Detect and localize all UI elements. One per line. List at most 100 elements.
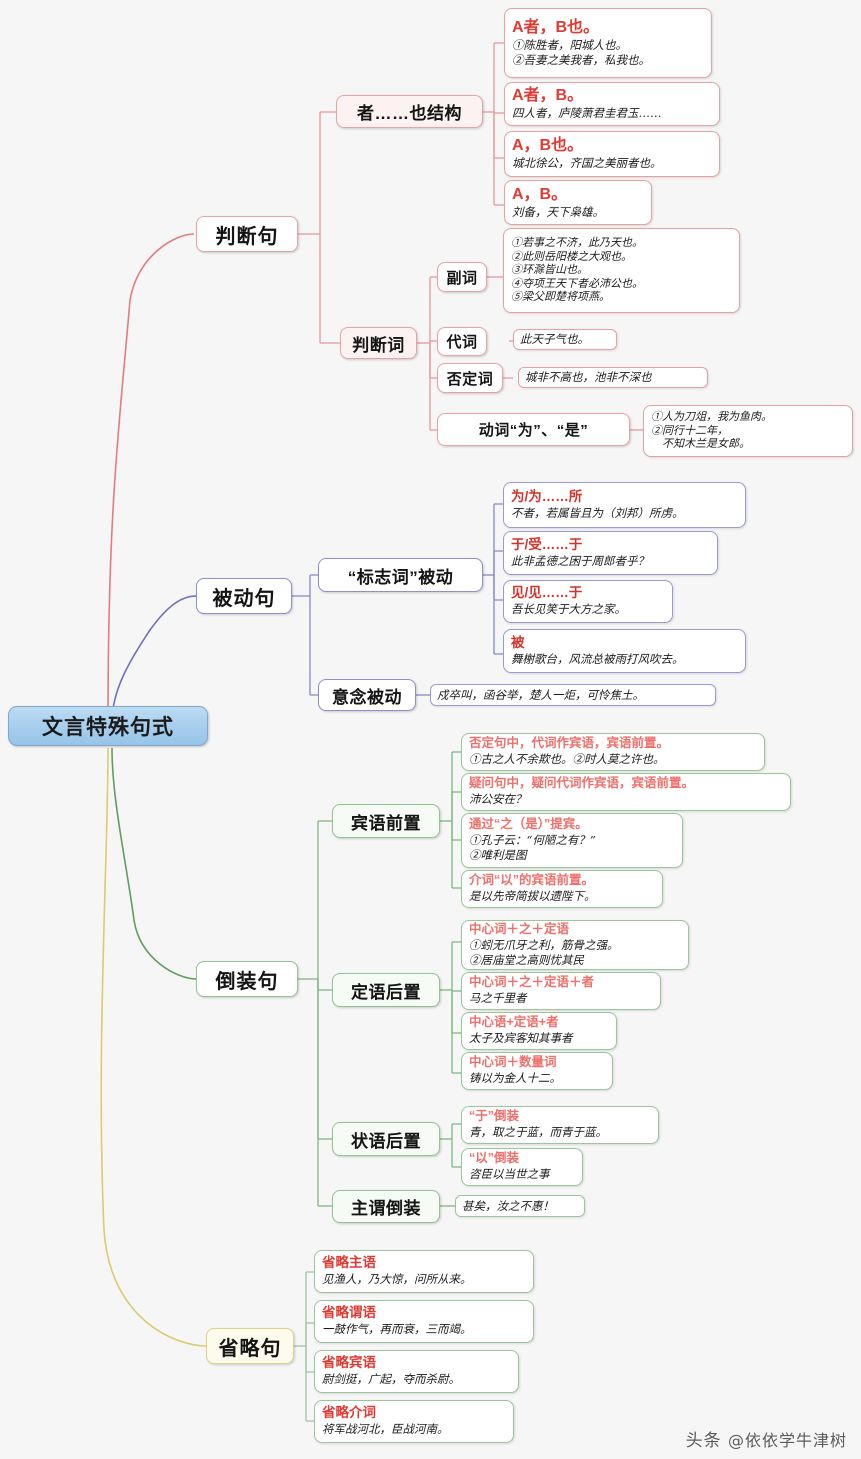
card-pronoun-example[interactable]: 此天子气也。 [513, 329, 617, 350]
branch-judgment-label: 判断句 [215, 225, 279, 248]
card-body: 见渔人，乃大惊，问所从来。 [322, 1272, 472, 1287]
card-title: 否定句中，代词作宾语，宾语前置。 [469, 736, 670, 751]
card-negative-object-fronting[interactable]: 否定句中，代词作宾语，宾语前置。 ①古之人不余欺也。②时人莫之许也。 [461, 733, 765, 771]
node-object-fronting[interactable]: 宾语前置 [332, 804, 440, 838]
node-adverbial-postposition[interactable]: 状语后置 [332, 1122, 440, 1156]
card-title: 见/见……于 [511, 585, 583, 601]
card-verb-examples[interactable]: ①人为刀俎，我为鱼肉。 ②同行十二年， 不知木兰是女郎。 [643, 405, 853, 457]
node-zheye-structure-label: 者……也结构 [357, 104, 462, 123]
card-title: 省略谓语 [322, 1305, 376, 1321]
card-title: 中心词＋数量词 [469, 1055, 557, 1070]
card-body: 此天子气也。 [520, 332, 589, 347]
card-wei-suo[interactable]: 为/为……所 不者，若属皆且为（刘邦）所虏。 [503, 482, 746, 528]
node-conceptual-passive-label: 意念被动 [332, 687, 402, 707]
card-body: 四人者，庐陵萧君圭君玉…… [512, 106, 662, 121]
card-body: 不者，若属皆且为（刘邦）所虏。 [511, 505, 684, 520]
branch-passive[interactable]: 被动句 [196, 578, 292, 614]
card-body: 铸以为金人十二。 [469, 1071, 561, 1086]
node-negation[interactable]: 否定词 [437, 363, 503, 393]
card-yi-inversion[interactable]: “以”倒装 咨臣以当世之事 [461, 1148, 583, 1186]
card-body: ①古之人不余欺也。②时人莫之许也。 [469, 752, 665, 767]
node-pronoun-label: 代词 [446, 334, 478, 351]
card-yu-shou-yu[interactable]: 于/受……于 此非孟德之困于周郎者乎？ [503, 531, 718, 575]
node-subject-predicate-inversion-label: 主谓倒装 [351, 1199, 421, 1218]
card-title: 中心词＋之＋定语＋者 [469, 975, 595, 990]
card-body: ①若事之不济，此乃天也。 ②此则岳阳楼之大观也。 ③环滁皆山也。 ④夺项王天下者… [511, 236, 643, 304]
card-body: 戍卒叫，函谷举，楚人一炬，可怜焦土。 [437, 687, 644, 702]
card-a-zhe-b[interactable]: A者，B。 四人者，庐陵萧君圭君玉…… [504, 82, 720, 126]
node-conceptual-passive[interactable]: 意念被动 [318, 679, 416, 711]
watermark-platform: 头条 [685, 1431, 722, 1451]
card-body: 将军战河北，臣战河南。 [322, 1422, 449, 1437]
card-title: 通过“之（是）”提宾。 [469, 817, 588, 832]
node-judgment-words-label: 判断词 [352, 335, 405, 355]
card-body: 是以先帝简拔以遗陛下。 [469, 889, 596, 904]
card-body: 吾长见笑于大方之家。 [511, 602, 626, 617]
card-omit-subject[interactable]: 省略主语 见渔人，乃大惊，问所从来。 [314, 1250, 534, 1293]
card-title: 疑问句中，疑问代词作宾语，宾语前置。 [469, 776, 695, 791]
card-body: 太子及宾客知其事者 [469, 1031, 573, 1046]
node-subject-predicate-inversion[interactable]: 主谓倒装 [332, 1190, 440, 1223]
card-bei[interactable]: 被 舞榭歌台，风流总被雨打风吹去。 [503, 629, 746, 673]
branch-passive-label: 被动句 [212, 587, 276, 610]
watermark-handle: @依依学牛津树 [727, 1431, 847, 1450]
card-body: 马之千里者 [469, 991, 527, 1006]
card-question-object-fronting[interactable]: 疑问句中，疑问代词作宾语，宾语前置。 沛公安在？ [461, 773, 791, 811]
card-title: A者，B也。 [512, 18, 600, 36]
root-label: 文言特殊句式 [42, 716, 174, 739]
card-yu-inversion[interactable]: “于”倒装 青，取之于蓝，而青于蓝。 [461, 1106, 659, 1144]
card-body: 此非孟德之困于周郎者乎？ [511, 553, 649, 568]
card-attr-numeral[interactable]: 中心词＋数量词 铸以为金人十二。 [461, 1052, 613, 1090]
branch-ellipsis-label: 省略句 [218, 1337, 282, 1360]
node-judgment-words[interactable]: 判断词 [340, 327, 417, 359]
card-title: “以”倒装 [469, 1151, 520, 1166]
card-body: ①孔子云：“何陋之有？” ②唯利是图 [469, 833, 596, 862]
card-yi-object-fronting[interactable]: 介词“以”的宾语前置。 是以先帝简拔以遗陛下。 [461, 870, 663, 908]
node-adverb[interactable]: 副词 [437, 262, 487, 292]
card-omit-object[interactable]: 省略宾语 尉剑挺，广起，夺而杀尉。 [314, 1350, 519, 1393]
card-adverb-examples[interactable]: ①若事之不济，此乃天也。 ②此则岳阳楼之大观也。 ③环滁皆山也。 ④夺项王天下者… [503, 228, 740, 313]
card-omit-predicate[interactable]: 省略谓语 一鼓作气，再而衰，三而竭。 [314, 1300, 534, 1343]
card-attr-zhi[interactable]: 中心词＋之＋定语 ①蚓无爪牙之利，筋骨之强。 ②居庙堂之高则忧其民 [461, 920, 689, 970]
node-attributive-postposition-label: 定语后置 [351, 982, 421, 1002]
card-title: 为/为……所 [511, 488, 583, 504]
card-body: 咨臣以当世之事 [469, 1167, 550, 1182]
card-body: 城北徐公，齐国之美丽者也。 [512, 156, 662, 171]
card-title: 省略介词 [322, 1405, 376, 1421]
card-subject-predicate-example[interactable]: 甚矣，汝之不惠！ [455, 1195, 585, 1217]
node-marker-passive[interactable]: “标志词”被动 [318, 558, 483, 592]
node-adverb-label: 副词 [446, 269, 478, 287]
branch-inversion[interactable]: 倒装句 [196, 961, 298, 997]
card-body: 尉剑挺，广起，夺而杀尉。 [322, 1372, 460, 1387]
node-pronoun[interactable]: 代词 [437, 327, 487, 356]
card-omit-preposition[interactable]: 省略介词 将军战河北，臣战河南。 [314, 1400, 514, 1443]
card-body: 甚矣，汝之不惠！ [462, 1198, 554, 1213]
card-title: A，B。 [512, 185, 568, 203]
card-attr-zhi-zhe[interactable]: 中心词＋之＋定语＋者 马之千里者 [461, 972, 661, 1010]
card-title: 被 [511, 634, 525, 650]
card-attr-zhe[interactable]: 中心语+定语+者 太子及宾客知其事者 [461, 1012, 617, 1050]
card-title: 中心语+定语+者 [469, 1015, 559, 1030]
card-a-b-ye[interactable]: A，B也。 城北徐公，齐国之美丽者也。 [504, 131, 720, 177]
node-verb-wei-shi-label: 动词“为”、“是” [478, 422, 589, 439]
node-object-fronting-label: 宾语前置 [351, 813, 421, 833]
node-zheye-structure[interactable]: 者……也结构 [336, 95, 483, 128]
card-title: 介词“以”的宾语前置。 [469, 873, 595, 888]
card-body: 舞榭歌台，风流总被雨打风吹去。 [511, 651, 684, 666]
node-attributive-postposition[interactable]: 定语后置 [332, 973, 440, 1007]
card-negation-example[interactable]: 城非不高也，池非不深也 [518, 367, 708, 388]
card-title: A者，B。 [512, 87, 584, 105]
branch-ellipsis[interactable]: 省略句 [206, 1328, 294, 1364]
node-verb-wei-shi[interactable]: 动词“为”、“是” [437, 413, 630, 446]
root-node[interactable]: 文言特殊句式 [8, 706, 208, 746]
card-a-b[interactable]: A，B。 刘备，天下枭雄。 [504, 180, 652, 225]
branch-judgment[interactable]: 判断句 [196, 216, 298, 252]
card-body: 青，取之于蓝，而青于蓝。 [469, 1125, 607, 1140]
card-conceptual-passive-example[interactable]: 戍卒叫，函谷举，楚人一炬，可怜焦土。 [430, 684, 716, 706]
card-zhi-shi-object-fronting[interactable]: 通过“之（是）”提宾。 ①孔子云：“何陋之有？” ②唯利是图 [461, 813, 683, 868]
card-body: ①陈胜者，阳城人也。 ②吾妻之美我者，私我也。 [512, 37, 650, 67]
card-jian-yu[interactable]: 见/见……于 吾长见笑于大方之家。 [503, 580, 673, 623]
card-body: ①蚓无爪牙之利，筋骨之强。 ②居庙堂之高则忧其民 [469, 937, 619, 967]
card-a-zhe-b-ye[interactable]: A者，B也。 ①陈胜者，阳城人也。 ②吾妻之美我者，私我也。 [504, 8, 712, 78]
